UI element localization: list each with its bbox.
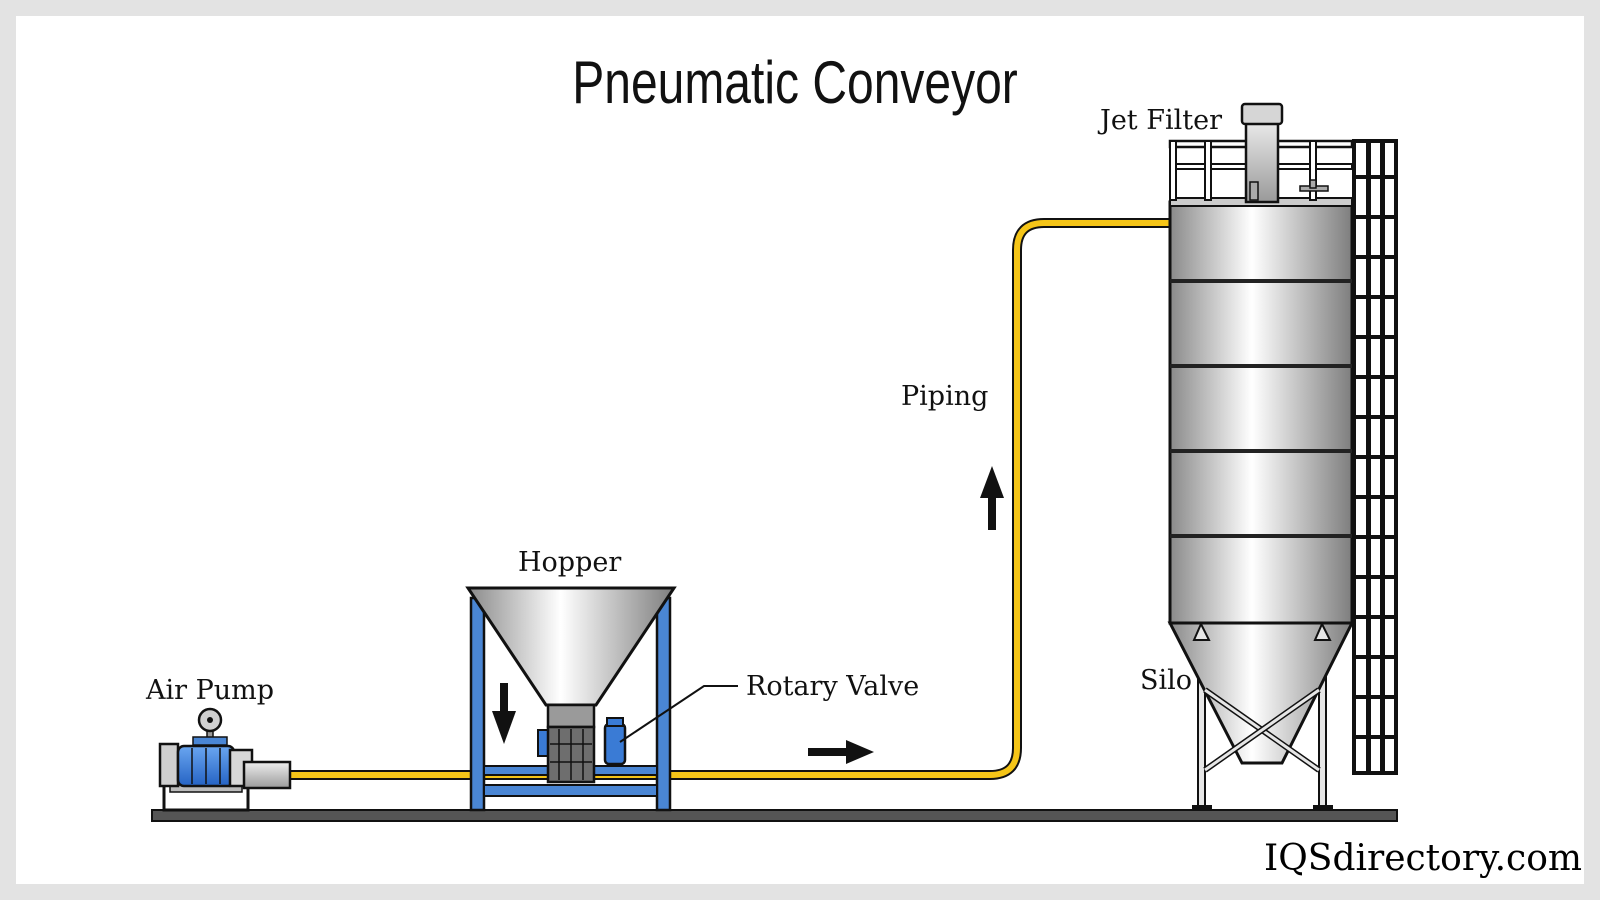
arrow-down-icon [492, 683, 516, 744]
hopper-label: Hopper [518, 547, 621, 578]
ladder-rungs [1354, 175, 1396, 739]
page-title: Pneumatic Conveyor [572, 49, 1018, 116]
piping-label: Piping [901, 381, 988, 412]
brand-watermark: IQSdirectory.com [1264, 838, 1582, 879]
rotary-valve-leader-line [619, 685, 738, 743]
rotary-valve-label: Rotary Valve [746, 671, 919, 702]
silo-label: Silo [1140, 665, 1192, 696]
air-pump-label: Air Pump [145, 675, 274, 706]
jet-filter-label: Jet Filter [1097, 105, 1222, 136]
hopper [465, 586, 677, 812]
arrow-right-icon [808, 740, 874, 764]
arrow-up-icon [980, 466, 1004, 530]
air-pump [158, 707, 292, 812]
ground-base [151, 809, 1398, 822]
silo [1167, 102, 1398, 811]
piping [290, 218, 1172, 780]
